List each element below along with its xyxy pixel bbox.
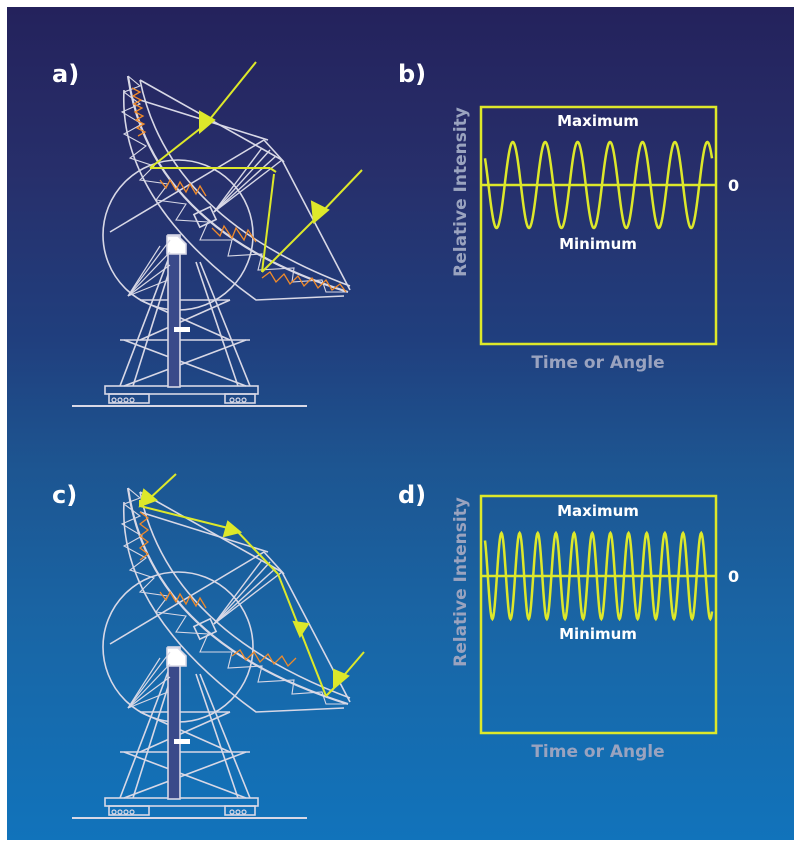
plot-d-xlabel: Time or Angle <box>531 742 664 762</box>
panel-c-letter: c) <box>52 481 77 509</box>
spring-a-upper <box>131 87 147 137</box>
feed-support-lower <box>281 159 351 291</box>
plot-b-ylabel: Relative Intensity <box>451 107 471 277</box>
plot-d-ylabel: Relative Intensity <box>451 497 471 667</box>
plot-d-frame <box>479 494 718 735</box>
plot-b-xlabel: Time or Angle <box>531 353 664 373</box>
plot-b-zero-label: 0 <box>728 176 739 195</box>
spring-c-mid <box>159 590 207 609</box>
plot-b-frame <box>479 105 718 346</box>
bearing-block <box>166 235 187 255</box>
plot-d-max-label: Maximum <box>557 502 639 520</box>
plot-d: Maximum Minimum 0 Time or Angle Relative… <box>451 494 739 762</box>
wheel-spokes <box>127 239 171 297</box>
signal-rays-a <box>149 61 363 273</box>
plot-b-min-label: Minimum <box>559 235 637 253</box>
plot-b-max-label: Maximum <box>557 112 639 130</box>
plot-d-wave <box>483 530 714 622</box>
spring-c-rim <box>231 649 297 668</box>
dish-outer <box>126 75 349 294</box>
spring-c-upper <box>138 511 150 561</box>
dish-truss <box>120 75 348 293</box>
plot-b: Maximum Minimum 0 Time or Angle Relative… <box>451 105 739 373</box>
central-column <box>167 234 181 388</box>
signal-rays-c <box>138 473 365 697</box>
dish-back <box>122 89 345 301</box>
spring-a-rim <box>261 271 347 293</box>
spring-a-lower <box>211 224 257 243</box>
plot-d-zero-label: 0 <box>728 567 739 586</box>
panel-d-letter: d) <box>398 481 426 509</box>
wheel-truck-right <box>224 393 256 404</box>
panel-b-letter: b) <box>398 60 426 88</box>
plot-d-min-label: Minimum <box>559 625 637 643</box>
tower-legs <box>119 259 251 387</box>
wheel-truck-left <box>108 393 150 404</box>
spring-a-mid <box>159 178 207 197</box>
wheels <box>111 397 247 403</box>
base-platform <box>104 385 259 395</box>
plot-b-wave <box>483 140 714 230</box>
antenna-a <box>72 75 351 407</box>
dish-inner <box>139 79 351 287</box>
column-bracket <box>174 327 190 332</box>
feed-horn <box>192 205 218 229</box>
panel-a-letter: a) <box>52 60 79 88</box>
